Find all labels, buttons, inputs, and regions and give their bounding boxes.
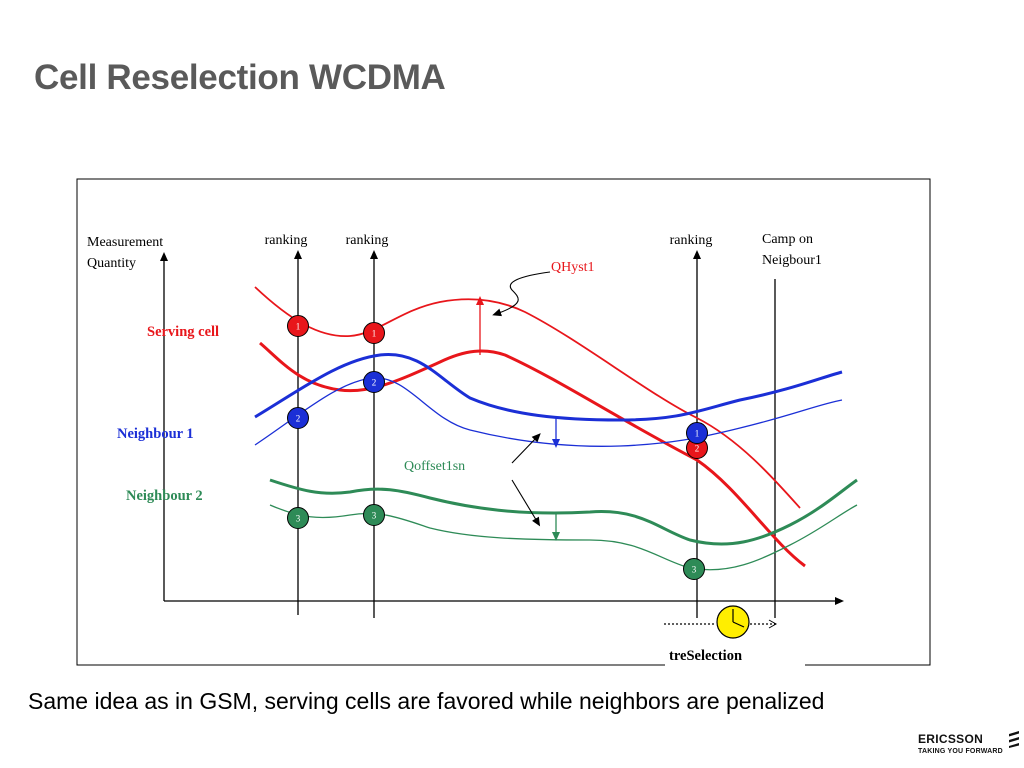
rank-badge: 2 xyxy=(287,407,309,429)
ranking-label-1: ranking xyxy=(265,233,308,248)
treselection-label: treSelection xyxy=(669,648,742,664)
logo-tagline: TAKING YOU FORWARD xyxy=(918,748,1003,755)
rank-badge: 1 xyxy=(363,322,385,344)
neighbour2-curve-thick xyxy=(269,478,858,546)
qoffset-label: Qoffset1sn xyxy=(404,459,465,474)
camp-label: Camp on Neigbour1 xyxy=(762,232,822,268)
rank-badge: 2 xyxy=(363,371,385,393)
svg-text:2: 2 xyxy=(372,378,377,388)
rank-badge: 3 xyxy=(363,504,385,526)
rank-badge: 1 xyxy=(287,315,309,337)
logo-wordmark: ERICSSON xyxy=(918,732,984,746)
neighbour2-label: Neighbour 2 xyxy=(126,488,203,504)
rank-badge: 1 xyxy=(686,422,708,444)
rank-badge: 3 xyxy=(287,507,309,529)
ericsson-logo: ERICSSON TAKING YOU FORWARD xyxy=(918,728,1019,764)
svg-text:2: 2 xyxy=(296,414,301,424)
neighbour1-curve-thick xyxy=(254,352,843,422)
slide-title: Cell Reselection WCDMA xyxy=(34,58,446,97)
neighbour2-curve-thin xyxy=(269,504,858,571)
svg-text:3: 3 xyxy=(692,565,697,575)
serving-cell-label: Serving cell xyxy=(147,324,219,340)
qoffset-pointer-down xyxy=(511,479,541,527)
neighbour1-label: Neighbour 1 xyxy=(117,426,194,442)
serving-cell-curve-thin xyxy=(254,286,801,509)
qhyst-label: QHyst1 xyxy=(551,260,595,275)
diagram-frame xyxy=(76,178,931,666)
slide-caption: Same idea as in GSM, serving cells are f… xyxy=(28,688,825,714)
svg-text:3: 3 xyxy=(296,514,301,524)
svg-text:1: 1 xyxy=(296,322,301,332)
y-axis-label: Measurement Quantity xyxy=(87,235,167,271)
ranking-label-3: ranking xyxy=(670,233,713,248)
qoffset-pointer-up xyxy=(511,433,541,464)
svg-text:1: 1 xyxy=(372,329,377,339)
ranking-label-2: ranking xyxy=(346,233,389,248)
clock-icon xyxy=(716,605,750,639)
svg-text:1: 1 xyxy=(695,429,700,439)
neighbour1-curve-thin xyxy=(254,377,843,447)
ericsson-mark-icon xyxy=(1009,731,1019,748)
svg-text:3: 3 xyxy=(372,511,377,521)
svg-text:2: 2 xyxy=(695,444,700,454)
qhyst-pointer xyxy=(492,271,551,317)
rank-badge: 3 xyxy=(683,558,705,580)
serving-cell-curve-thick xyxy=(259,341,806,568)
reselection-diagram: 1 2 3 1 2 3 2 1 3 Measurement Q xyxy=(76,178,931,666)
